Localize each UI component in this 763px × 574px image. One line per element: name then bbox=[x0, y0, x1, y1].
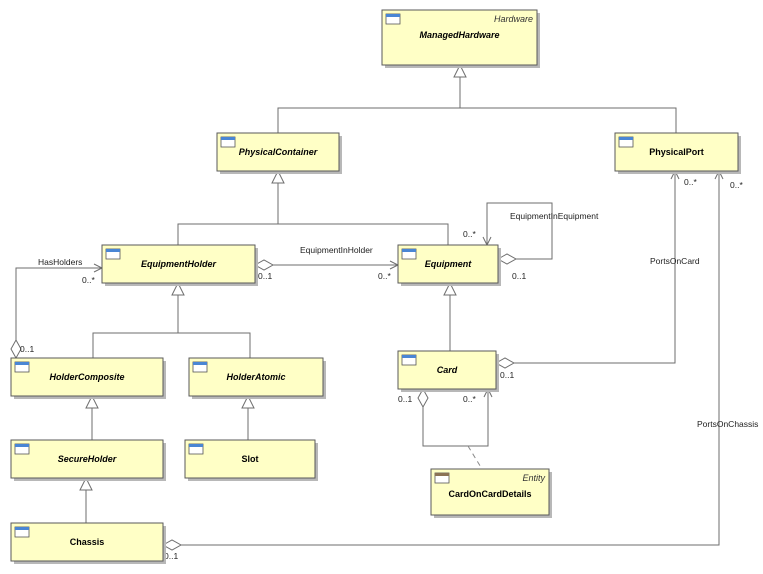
stereotype-label: Hardware bbox=[494, 14, 533, 24]
class-name: ManagedHardware bbox=[419, 30, 499, 40]
class-box-secureholder[interactable]: SecureHolder bbox=[10, 439, 166, 481]
association-line bbox=[422, 389, 489, 447]
class-name: PhysicalContainer bbox=[239, 147, 318, 157]
multiplicity-label: 0..* bbox=[684, 177, 697, 187]
class-icon bbox=[105, 248, 121, 260]
class-name: Slot bbox=[242, 454, 259, 464]
multiplicity-label: 0..* bbox=[463, 394, 476, 404]
box-body bbox=[216, 132, 340, 172]
generalization-triangle bbox=[79, 476, 93, 491]
class-box-physicalport[interactable]: PhysicalPort bbox=[614, 132, 741, 174]
class-icon bbox=[188, 443, 204, 455]
multiplicity-label: 0..* bbox=[730, 180, 743, 190]
class-icon bbox=[385, 13, 401, 25]
box-body bbox=[188, 357, 324, 397]
class-icon bbox=[192, 361, 208, 373]
multiplicity-label: 0..1 bbox=[500, 370, 514, 380]
multiplicity-label: 0..1 bbox=[512, 271, 526, 281]
multiplicity-label: 0..1 bbox=[258, 271, 272, 281]
class-icon bbox=[401, 354, 417, 366]
box-body bbox=[10, 522, 164, 562]
association-line bbox=[181, 171, 720, 546]
class-icon bbox=[618, 136, 634, 148]
association-line bbox=[514, 171, 676, 364]
class-name: CardOnCardDetails bbox=[448, 489, 531, 499]
multiplicity-label: 0..1 bbox=[164, 551, 178, 561]
generalization-triangle bbox=[85, 394, 99, 409]
class-box-equipmentholder[interactable]: EquipmentHolder bbox=[101, 244, 258, 286]
class-box-holderatomic[interactable]: HolderAtomic bbox=[188, 357, 326, 399]
class-icon bbox=[220, 136, 236, 148]
box-body bbox=[614, 132, 739, 172]
box-body bbox=[381, 9, 538, 66]
association-name: HasHolders bbox=[38, 257, 82, 267]
association-name: PortsOnChassis bbox=[697, 419, 758, 429]
generalization-triangle bbox=[443, 281, 457, 296]
class-name: SecureHolder bbox=[58, 454, 117, 464]
class-name: Equipment bbox=[425, 259, 473, 269]
class-icon bbox=[401, 248, 417, 260]
generalization-line bbox=[92, 332, 251, 358]
class-name: HolderAtomic bbox=[226, 372, 285, 382]
multiplicity-label: 0..* bbox=[82, 275, 95, 285]
class-name: Chassis bbox=[70, 537, 105, 547]
class-icon bbox=[14, 361, 30, 373]
association-name: EquipmentInHolder bbox=[300, 245, 373, 255]
box-body bbox=[10, 439, 164, 479]
generalization-triangle bbox=[271, 169, 285, 184]
class-box-holdercomposite[interactable]: HolderComposite bbox=[10, 357, 166, 399]
generalization-triangle bbox=[171, 281, 185, 296]
class-icon bbox=[434, 472, 450, 484]
association-name: PortsOnCard bbox=[650, 256, 700, 266]
class-box-card[interactable]: Card bbox=[397, 350, 499, 392]
class-icon bbox=[14, 526, 30, 538]
connectors bbox=[10, 63, 724, 551]
class-name: HolderComposite bbox=[49, 372, 124, 382]
stereotype-label: Entity bbox=[522, 473, 545, 483]
class-name: EquipmentHolder bbox=[141, 259, 216, 269]
multiplicity-label: 0..* bbox=[378, 271, 391, 281]
box-body bbox=[184, 439, 316, 479]
class-boxes: HardwareManagedHardwarePhysicalContainer… bbox=[10, 9, 741, 564]
generalization-line bbox=[277, 107, 677, 133]
class-box-slot[interactable]: Slot bbox=[184, 439, 318, 481]
multiplicity-label: 0..1 bbox=[20, 344, 34, 354]
multiplicity-label: 0..1 bbox=[398, 394, 412, 404]
class-box-chassis[interactable]: Chassis bbox=[10, 522, 166, 564]
box-body bbox=[101, 244, 256, 284]
box-body bbox=[430, 468, 550, 516]
multiplicity-label: 0..* bbox=[463, 229, 476, 239]
box-body bbox=[10, 357, 164, 397]
association-class-link bbox=[467, 445, 483, 470]
generalization-triangle bbox=[453, 63, 467, 78]
generalization-triangle bbox=[241, 394, 255, 409]
class-name: PhysicalPort bbox=[649, 147, 704, 157]
class-name: Card bbox=[437, 365, 458, 375]
generalization-line bbox=[177, 223, 449, 245]
association-line bbox=[486, 202, 553, 260]
association-name: EquipmentInEquipment bbox=[510, 211, 599, 221]
class-box-physicalcontainer[interactable]: PhysicalContainer bbox=[216, 132, 342, 174]
class-icon bbox=[14, 443, 30, 455]
class-box-equipment[interactable]: Equipment bbox=[397, 244, 501, 286]
association-line bbox=[15, 267, 102, 340]
